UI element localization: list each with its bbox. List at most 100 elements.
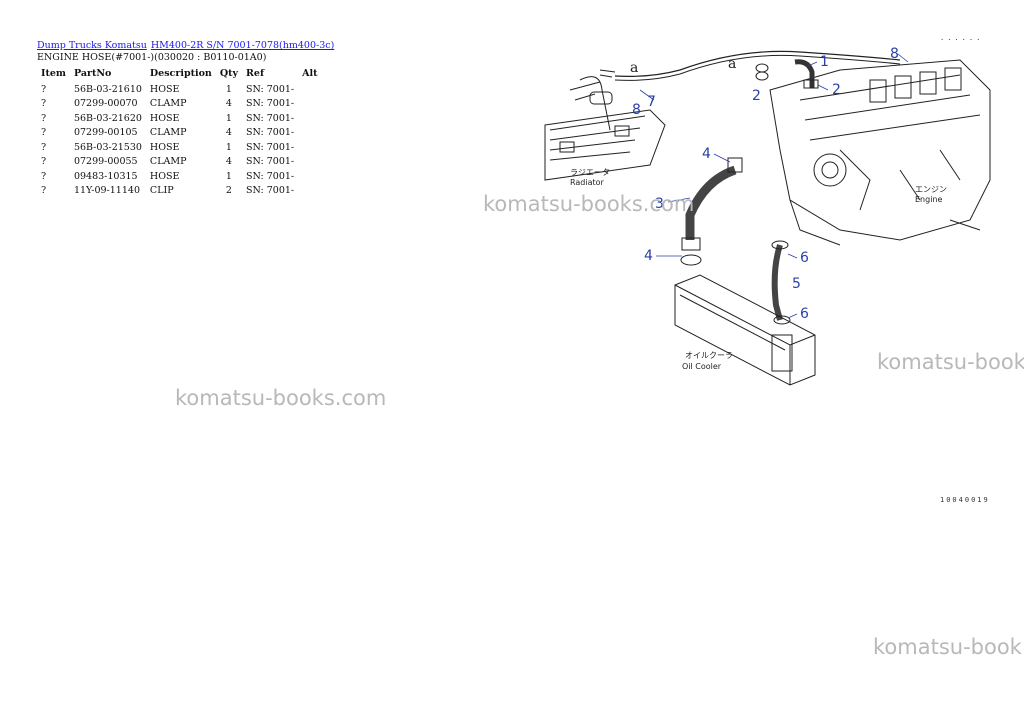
header-qty: Qty [219, 68, 239, 79]
cell-ref: SN: 7001- [246, 83, 295, 95]
cell-description: HOSE [149, 83, 180, 95]
parts-table: Item PartNo Description Qty Ref Alt ? 56… [37, 66, 322, 198]
oil-cooler-drawing [674, 274, 816, 386]
cell-item: ? [41, 83, 47, 95]
cell-alt [298, 169, 321, 184]
clamp-2-drawing [803, 79, 819, 89]
cell-ref: SN: 7001- [246, 141, 295, 153]
table-row: ? 07299-00070 CLAMP 4 SN: 7001- [37, 97, 322, 112]
label-radiator-jp: ラジエータ [570, 168, 610, 177]
cell-alt [298, 82, 321, 97]
callout-1: 1 [820, 54, 829, 70]
cell-partno: 56B-03-21620 [73, 112, 142, 124]
callout-a: a [630, 60, 638, 76]
cell-ref: SN: 7001- [246, 156, 295, 168]
engine-drawing [769, 59, 991, 246]
breadcrumb-link-dump-trucks[interactable]: Dump Trucks Komatsu [37, 40, 147, 51]
table-header-row: Item PartNo Description Qty Ref Alt [37, 66, 322, 82]
table-row: ? 56B-03-21610 HOSE 1 SN: 7001- [37, 82, 322, 97]
callout-4b: 4 [644, 248, 653, 264]
cell-ref: SN: 7001- [246, 98, 295, 110]
header-ref: Ref [246, 68, 265, 79]
header-alt: Alt [302, 68, 318, 79]
cell-partno: 07299-00055 [73, 156, 138, 168]
cell-alt [298, 126, 321, 141]
callout-8: 8 [632, 102, 641, 118]
callout-2b: 2 [832, 82, 841, 98]
watermark: komatsu-book [877, 350, 1024, 374]
cell-item: ? [41, 112, 47, 124]
cell-ref: SN: 7001- [246, 170, 295, 182]
callout-3: 3 [655, 196, 664, 212]
cell-alt [298, 155, 321, 170]
label-engine: Engine [915, 195, 942, 204]
watermark: komatsu-books.com [483, 192, 695, 216]
cell-partno: 07299-00105 [73, 127, 138, 139]
cell-qty: 2 [225, 185, 232, 197]
diagram-top-mark: ...... [940, 34, 984, 42]
header-item: Item [41, 68, 66, 79]
cell-alt [298, 184, 321, 199]
hose-5-drawing [771, 244, 783, 321]
tube-7 [614, 50, 901, 77]
cell-partno: 56B-03-21610 [73, 83, 142, 95]
callout-a2: a [728, 56, 736, 72]
hose-1-drawing [794, 59, 815, 88]
cell-item: ? [41, 170, 47, 182]
cell-description: CLAMP [149, 98, 187, 110]
cell-alt [298, 97, 321, 112]
label-oilcooler-jp: オイルクーラ [685, 351, 733, 360]
radiator-drawing [544, 69, 666, 181]
cell-partno: 09483-10315 [73, 170, 138, 182]
label-oilcooler: Oil Cooler [682, 362, 722, 371]
watermark: komatsu-book [873, 635, 1022, 659]
cell-item: ? [41, 156, 47, 168]
cell-alt [298, 140, 321, 155]
table-row: ? 56B-03-21620 HOSE 1 SN: 7001- [37, 111, 322, 126]
cell-ref: SN: 7001- [246, 185, 295, 197]
cell-description: CLIP [149, 185, 174, 197]
callout-2: 2 [752, 88, 761, 104]
cell-ref: SN: 7001- [246, 112, 295, 124]
cell-item: ? [41, 185, 47, 197]
table-row: ? 11Y-09-11140 CLIP 2 SN: 7001- [37, 184, 322, 199]
cell-qty: 1 [225, 83, 232, 95]
cell-item: ? [41, 127, 47, 139]
page-subtitle: ENGINE HOSE(#7001-)(030020 : B0110-01A0) [37, 52, 267, 63]
callout-6b: 6 [800, 306, 809, 322]
cell-alt [298, 111, 321, 126]
cell-qty: 4 [225, 98, 232, 110]
cell-qty: 4 [225, 127, 232, 139]
header-description: Description [149, 68, 212, 79]
cell-description: CLAMP [149, 127, 187, 139]
cell-partno: 56B-03-21530 [73, 141, 142, 153]
label-engine-jp: エンジン [915, 185, 947, 194]
cell-item: ? [41, 141, 47, 153]
cell-qty: 1 [225, 112, 232, 124]
cell-qty: 4 [225, 156, 232, 168]
callout-6: 6 [800, 250, 809, 266]
hose-3-drawing [685, 165, 737, 240]
cell-partno: 11Y-09-11140 [73, 185, 140, 197]
breadcrumb-link-model[interactable]: HM400-2R S/N 7001-7078(hm400-3c) [150, 40, 335, 51]
cell-description: HOSE [149, 170, 180, 182]
table-row: ? 07299-00105 CLAMP 4 SN: 7001- [37, 126, 322, 141]
table-row: ? 07299-00055 CLAMP 4 SN: 7001- [37, 155, 322, 170]
cell-qty: 1 [225, 141, 232, 153]
cell-description: HOSE [149, 141, 180, 153]
cell-description: CLAMP [149, 156, 187, 168]
table-row: ? 56B-03-21530 HOSE 1 SN: 7001- [37, 140, 322, 155]
callout-7: 7 [647, 94, 656, 110]
callout-4: 4 [702, 146, 711, 162]
header-partno: PartNo [73, 68, 112, 79]
cell-item: ? [41, 98, 47, 110]
figure-code: 10040019 [940, 496, 990, 504]
clamp-4-drawing [727, 157, 743, 173]
engine-hose-diagram: 1 2 2 3 4 4 5 6 6 7 8 8 a a ラジエータ Radiat… [544, 46, 991, 386]
watermark: komatsu-books.com [175, 386, 387, 410]
cell-partno: 07299-00070 [73, 98, 138, 110]
callout-5: 5 [792, 276, 801, 292]
callout-8b: 8 [890, 46, 899, 62]
cell-ref: SN: 7001- [246, 127, 295, 139]
